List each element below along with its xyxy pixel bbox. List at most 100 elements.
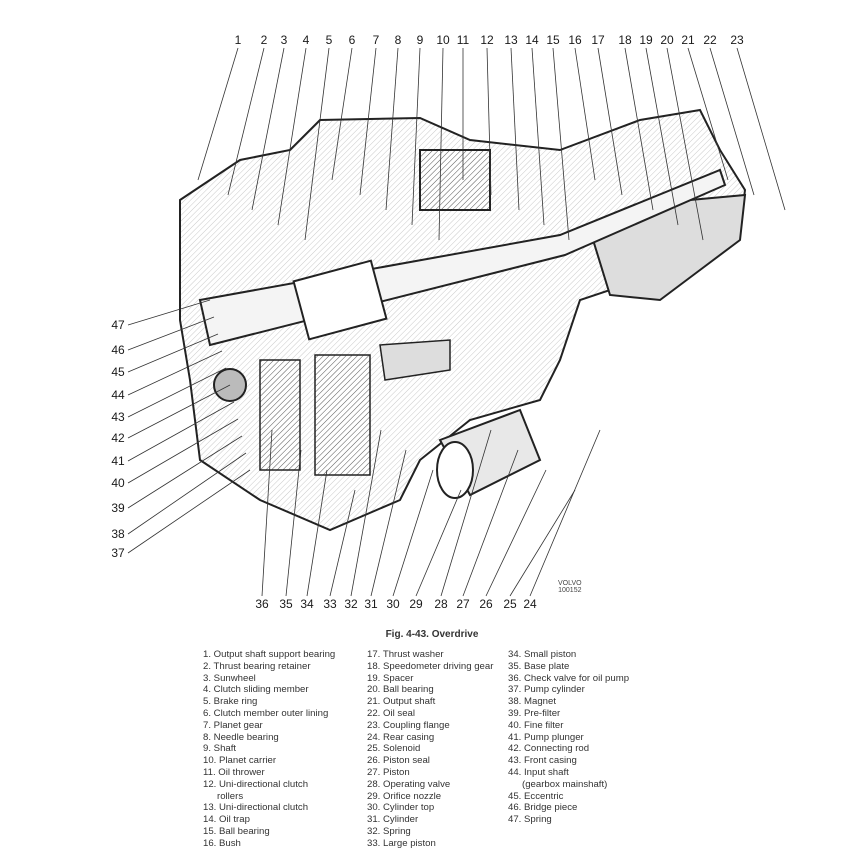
callout-12: 12 — [480, 33, 494, 47]
legend-item: 22. Oil seal — [367, 707, 415, 719]
leader-line-33 — [329, 489, 356, 597]
callout-27: 27 — [456, 597, 470, 611]
callout-35: 35 — [279, 597, 293, 611]
legend-item: 29. Orifice nozzle — [367, 790, 442, 802]
leader-line-27 — [462, 449, 519, 597]
leader-line-23 — [736, 47, 786, 211]
legend-item: 31. Cylinder — [367, 814, 419, 826]
callout-34: 34 — [300, 597, 314, 611]
legend-item: 3. Sunwheel — [203, 672, 256, 684]
legend-item: 44. Input shaft — [508, 766, 569, 778]
legend-item: 5. Brake ring — [203, 696, 258, 708]
legend-item: 39. Pre-filter — [508, 707, 561, 719]
callout-19: 19 — [639, 33, 653, 47]
callout-41: 41 — [111, 454, 125, 468]
legend-item: 37. Pump cylinder — [508, 684, 585, 696]
callout-21: 21 — [681, 33, 695, 47]
leader-line-12 — [486, 47, 492, 196]
leader-line-40 — [127, 418, 239, 484]
leader-line-25 — [509, 489, 576, 597]
callout-28: 28 — [434, 597, 448, 611]
leader-line-45 — [127, 333, 219, 373]
leader-line-39 — [127, 435, 243, 509]
volvo-stamp: VOLVO 100152 — [558, 580, 582, 594]
callout-30: 30 — [386, 597, 400, 611]
callout-38: 38 — [111, 527, 125, 541]
leader-lines — [127, 47, 786, 597]
leader-line-9 — [411, 47, 421, 226]
solenoid — [436, 408, 542, 499]
leader-line-34 — [306, 469, 328, 597]
callout-1: 1 — [234, 33, 242, 47]
leader-line-24 — [529, 429, 601, 597]
callout-15: 15 — [546, 33, 560, 47]
leader-line-14 — [531, 47, 545, 226]
stamp-number: 100152 — [558, 587, 582, 594]
legend-item: 16. Bush — [203, 837, 241, 849]
leader-line-30 — [392, 469, 434, 597]
callout-9: 9 — [416, 33, 424, 47]
legend-item: 46. Bridge piece — [508, 802, 578, 814]
legend-item: 34. Small piston — [508, 649, 577, 660]
callout-40: 40 — [111, 476, 125, 490]
legend-item: 15. Ball bearing — [203, 825, 270, 837]
legend-item: 35. Base plate — [508, 660, 570, 672]
stamp-brand: VOLVO — [558, 580, 582, 587]
legend-item: 24. Rear casing — [367, 731, 435, 743]
callout-44: 44 — [111, 388, 125, 402]
leader-line-10 — [438, 47, 444, 241]
callout-45: 45 — [111, 365, 125, 379]
leader-line-38 — [127, 452, 247, 535]
legend-item: 12. Uni-directional clutch — [203, 778, 309, 790]
legend-item: 45. Eccentric — [508, 790, 564, 802]
legend-item: 13. Uni-directional clutch — [203, 802, 309, 814]
legend-item: 11. Oil thrower — [203, 766, 265, 778]
legend-item: 17. Thrust washer — [367, 649, 444, 660]
callout-16: 16 — [568, 33, 582, 47]
leader-line-6 — [331, 47, 353, 181]
callout-4: 4 — [302, 33, 310, 47]
callout-20: 20 — [660, 33, 674, 47]
callout-39: 39 — [111, 501, 125, 515]
callout-6: 6 — [348, 33, 356, 47]
callout-14: 14 — [525, 33, 539, 47]
legend-item: 26. Piston seal — [367, 755, 430, 767]
legend-item: 8. Needle bearing — [203, 731, 279, 743]
legend-item: 6. Clutch member outer lining — [203, 707, 329, 719]
callout-37: 37 — [111, 546, 125, 560]
callout-32: 32 — [344, 597, 358, 611]
callout-18: 18 — [618, 33, 632, 47]
leader-line-47 — [127, 299, 211, 326]
leader-line-44 — [127, 350, 223, 396]
leader-line-17 — [597, 47, 623, 196]
legend-item: 1. Output shaft support bearing — [203, 649, 336, 660]
leader-line-5 — [304, 47, 330, 241]
leader-line-7 — [359, 47, 377, 196]
legend-item: 33. Large piston — [367, 837, 436, 849]
legend-item: rollers — [217, 790, 244, 802]
leader-line-26 — [485, 469, 547, 597]
callout-29: 29 — [409, 597, 423, 611]
legend-item: 20. Ball bearing — [367, 684, 434, 696]
leader-line-46 — [127, 316, 215, 351]
leader-line-13 — [510, 47, 520, 211]
leader-line-36 — [261, 429, 273, 597]
callout-7: 7 — [372, 33, 380, 47]
callout-8: 8 — [394, 33, 402, 47]
legend-item: 32. Spring — [367, 825, 411, 837]
legend-item: 41. Pump plunger — [508, 731, 584, 743]
legend-item: 27. Piston — [367, 766, 410, 778]
legend-item: 18. Speedometer driving gear — [367, 660, 494, 672]
legend-item: 43. Front casing — [508, 755, 577, 767]
legend-item: 7. Planet gear — [203, 719, 263, 731]
callout-17: 17 — [591, 33, 605, 47]
leader-line-2 — [227, 47, 265, 196]
leader-line-43 — [127, 367, 227, 418]
legend-item: 14. Oil trap — [203, 814, 250, 826]
legend-item: 42. Connecting rod — [508, 743, 590, 755]
leader-line-41 — [127, 401, 235, 462]
